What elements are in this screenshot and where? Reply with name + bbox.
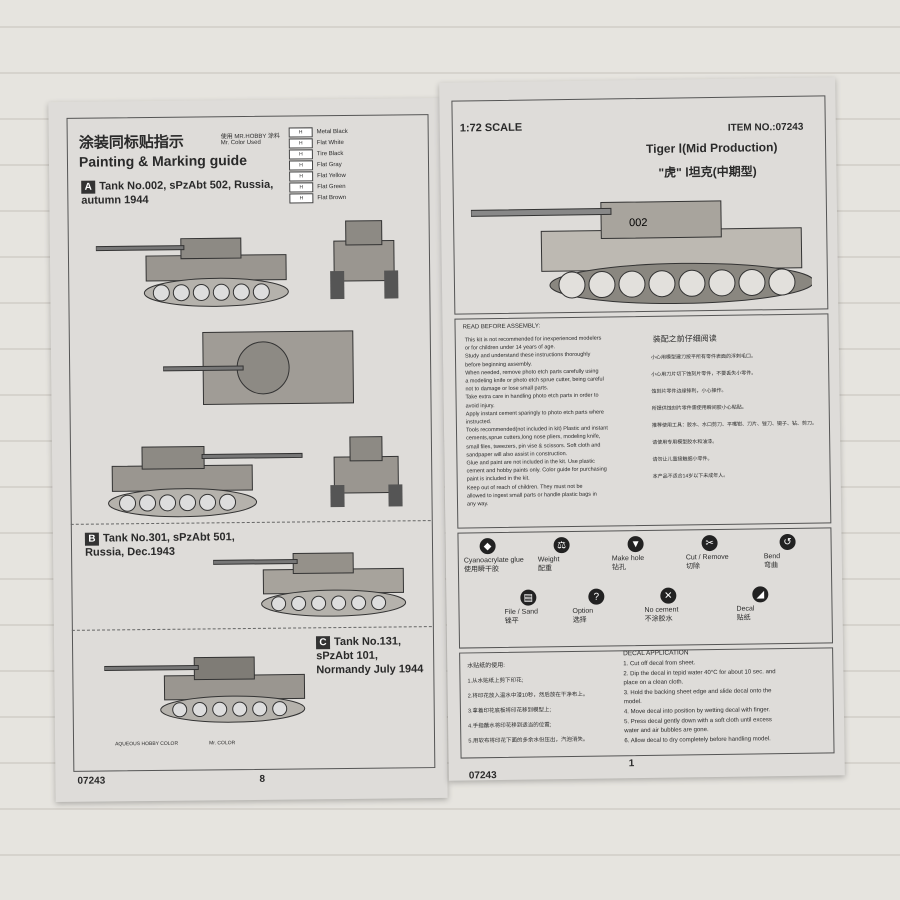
color-header-cn: 使用 MR.HOBBY 涂料 — [220, 133, 280, 141]
right-page-number: 1 — [628, 758, 635, 770]
right-page-instructions: 1:72 SCALE ITEM NO.:07243 Tiger Ⅰ(Mid Pr… — [439, 77, 845, 782]
decal-steps-en: 1. Cut off decal from sheet. 2. Dip the … — [623, 660, 776, 745]
tiger-tank-illustration: 002 — [470, 200, 813, 305]
read-items-en: This kit is not recommended for inexperi… — [464, 335, 608, 508]
tank-number: 002 — [629, 217, 648, 229]
decal-header-en: DECAL APPLICATION — [623, 649, 689, 658]
tank-a-rear-view — [330, 220, 399, 300]
read-items-cn: 小心用模型建刀按平所有零件表面的浮刺毛口。 小心用刀片切下蚀刻片零件，不要丢失小… — [650, 353, 817, 480]
tank-a-front-view — [330, 436, 403, 508]
bend-icon: ↺ — [779, 533, 796, 551]
tank-a-side-view — [95, 237, 289, 307]
file-icon: ▤ — [520, 589, 537, 606]
decal-steps-cn: 1.从水贴纸上剪下印花; 2.将印花放入温水中浸10秒，然后放在干净布上。 3.… — [467, 677, 589, 745]
glue-icon: ◆ — [479, 538, 496, 555]
decal-icon: ◢ — [752, 586, 769, 603]
tank-b-side-view — [212, 552, 407, 617]
no-cement-icon: ✕ — [660, 587, 677, 604]
left-page-number: 8 — [259, 773, 266, 785]
item-number: ITEM NO.:07243 — [727, 121, 804, 134]
left-page-painting-guide: 涂装同标贴指示 Painting & Marking guide 使用 MR.H… — [48, 97, 448, 803]
tank-c-side-view — [104, 656, 306, 723]
color-header-en: Mr. Color Used — [220, 139, 261, 147]
cut-icon: ✂ — [701, 534, 718, 552]
weight-icon: ⚖ — [553, 537, 570, 554]
tank-a-side-view-2 — [108, 445, 303, 518]
read-header-en: READ BEFORE ASSEMBLY: — [462, 323, 541, 331]
model-name-en: Tiger Ⅰ(Mid Production) — [645, 140, 778, 156]
title-cn: 涂装同标贴指示 — [78, 133, 184, 152]
option-icon: ? — [588, 588, 605, 605]
scale-label: 1:72 SCALE — [459, 121, 523, 135]
read-header-cn: 装配之前仔细阅读 — [652, 333, 717, 344]
footer-legend-aqueous: AQUEOUS HOBBY COLOR — [115, 740, 179, 748]
tank-a-top-view — [162, 330, 355, 405]
right-page-code: 07243 — [468, 770, 497, 782]
title-en: Painting & Marking guide — [78, 151, 248, 170]
drill-icon: ▼ — [627, 535, 644, 553]
decal-header-cn: 水贴纸的使用: — [467, 662, 506, 670]
footer-legend-mr-color: Mr. COLOR — [209, 740, 236, 747]
left-page-code: 07243 — [77, 775, 106, 787]
